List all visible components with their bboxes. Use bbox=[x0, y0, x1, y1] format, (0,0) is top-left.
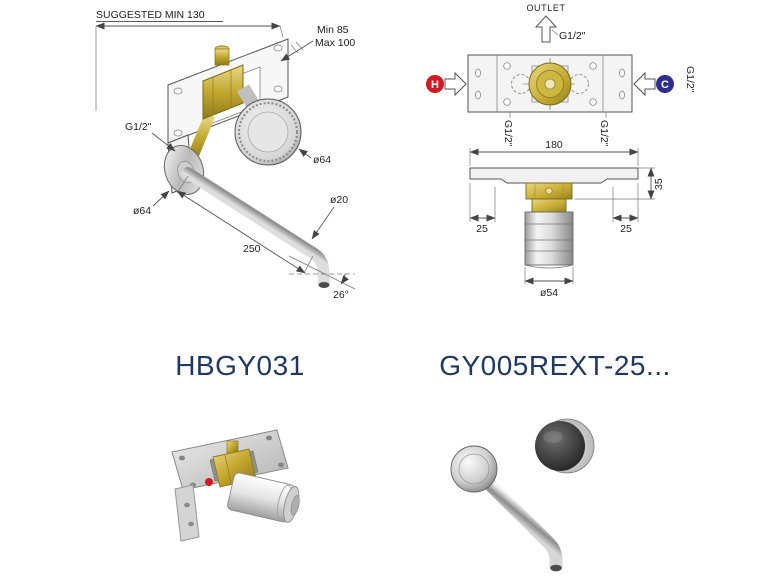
render-cartridge bbox=[227, 472, 300, 523]
valve-front-view bbox=[467, 54, 633, 113]
right-product-render bbox=[450, 418, 595, 572]
render-hole bbox=[188, 521, 194, 527]
cold-arrow-icon bbox=[633, 71, 656, 97]
render-handle bbox=[535, 418, 595, 474]
render-hole bbox=[278, 462, 284, 468]
cold-letter: C bbox=[661, 79, 669, 91]
render-flange bbox=[450, 445, 498, 493]
dim-flange-diameter: ø64 bbox=[133, 205, 151, 217]
dim-spout-reach: 250 bbox=[243, 243, 261, 255]
protection-sleeve bbox=[524, 211, 574, 266]
dim-body-width: 180 bbox=[545, 139, 563, 151]
render-hole bbox=[184, 502, 190, 508]
outlet-label: OUTLET bbox=[526, 3, 565, 13]
dim-tab-left: 25 bbox=[476, 223, 488, 235]
slot-hole bbox=[619, 90, 625, 100]
cold-inlet: C bbox=[633, 71, 674, 97]
screw-hole bbox=[503, 98, 511, 106]
handle-knob bbox=[234, 98, 302, 166]
render-hot-dot bbox=[205, 478, 213, 486]
valve-bottom-view: 180 35 25 25 bbox=[469, 139, 665, 299]
bracket-hole bbox=[173, 87, 183, 95]
dim-handle-diameter: ø64 bbox=[313, 154, 331, 166]
hot-arrow-icon bbox=[444, 71, 467, 97]
dim-body-depth: 35 bbox=[653, 178, 665, 190]
screw-hole bbox=[589, 98, 597, 106]
dim-max-100: Max 100 bbox=[315, 37, 355, 49]
spout-outlet bbox=[318, 282, 330, 288]
right-product-code: GY005REXT-25... bbox=[439, 350, 671, 381]
hot-letter: H bbox=[431, 79, 439, 91]
dim-bottom-right-thread: G1/2" bbox=[598, 120, 610, 147]
dim-spout-diameter: ø20 bbox=[330, 194, 348, 206]
valve-body-bottom bbox=[531, 198, 567, 213]
dim-suggested-min: SUGGESTED MIN 130 bbox=[96, 9, 205, 21]
slot-hole bbox=[619, 68, 625, 78]
outlet-arrow-icon bbox=[534, 15, 558, 43]
dim-inlet-thread: G1/2" bbox=[125, 121, 152, 133]
cold-badge bbox=[656, 75, 674, 93]
spout bbox=[182, 167, 330, 288]
render-spout bbox=[450, 445, 563, 572]
hot-inlet: H bbox=[426, 71, 467, 97]
slot-hole bbox=[475, 90, 481, 100]
right-technical-drawing: OUTLET G1/2" bbox=[426, 3, 696, 299]
dimensions-left-drawing: SUGGESTED MIN 130 Min 85 Max 100 G1/2" ø… bbox=[95, 9, 355, 301]
dim-side-thread: G1/2" bbox=[684, 66, 696, 93]
left-technical-drawing: SUGGESTED MIN 130 Min 85 Max 100 G1/2" ø… bbox=[95, 9, 355, 301]
dim-spout-angle: 26° bbox=[333, 289, 349, 301]
dim-bottom-left-thread: G1/2" bbox=[502, 120, 514, 147]
dim-min-85: Min 85 bbox=[317, 24, 349, 36]
dim-tab-right: 25 bbox=[620, 223, 632, 235]
bracket-hole bbox=[273, 44, 283, 52]
slot-hole bbox=[475, 68, 481, 78]
bottom-bracket bbox=[469, 167, 639, 184]
left-product-code: HBGY031 bbox=[175, 350, 305, 381]
render-spout-outlet bbox=[550, 564, 562, 572]
screw-hole bbox=[503, 62, 511, 70]
screw-hole bbox=[589, 62, 597, 70]
dim-sleeve-diameter: ø54 bbox=[540, 287, 558, 299]
render-bracket-leg bbox=[174, 484, 200, 542]
left-product-render bbox=[171, 429, 300, 542]
render-hole bbox=[266, 435, 272, 441]
bracket-hole bbox=[273, 85, 283, 93]
render-hole bbox=[179, 455, 185, 461]
hot-badge bbox=[426, 75, 444, 93]
dim-outlet-thread: G1/2" bbox=[559, 30, 586, 42]
bracket-hole bbox=[173, 129, 183, 137]
hidden-port bbox=[569, 74, 589, 94]
knurling bbox=[238, 102, 298, 162]
